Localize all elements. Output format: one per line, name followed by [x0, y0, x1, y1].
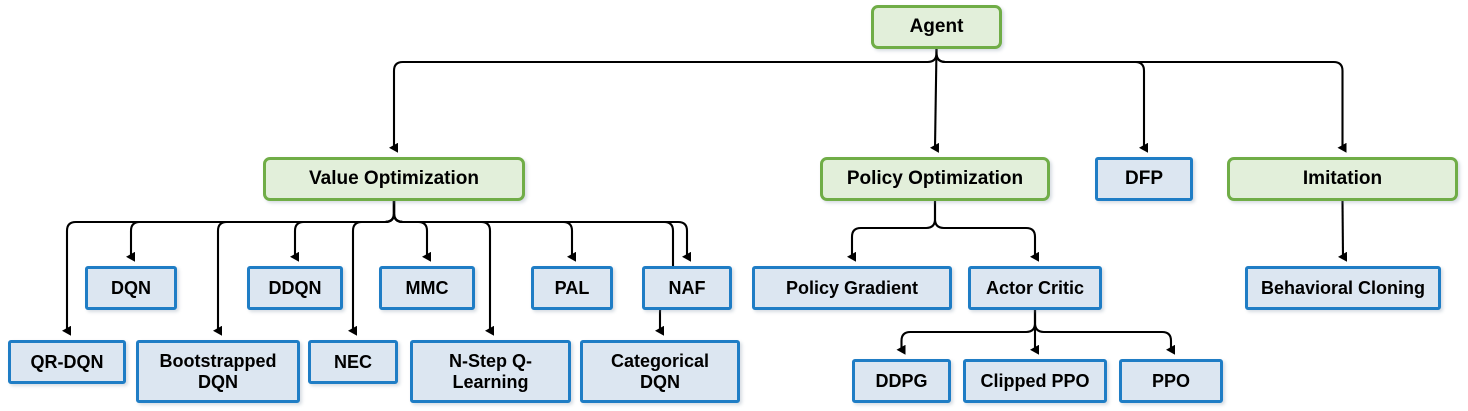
node-agent[interactable]: Agent [871, 5, 1002, 49]
node-label-bootstrapped-dqn: Bootstrapped DQN [159, 350, 277, 392]
node-nec[interactable]: NEC [308, 340, 398, 384]
node-label-dfp: DFP [1125, 168, 1163, 190]
node-naf[interactable]: NAF [642, 266, 732, 310]
node-label-ddqn: DDQN [268, 277, 322, 298]
node-label-imitation: Imitation [1302, 168, 1383, 190]
edge-value-optimization-to-dqn [126, 201, 396, 262]
edge-policy-optimization-to-actor-critic [933, 201, 1039, 262]
edge-imitation-to-behavioral-cloning [1337, 200, 1348, 262]
node-label-pal: PAL [554, 277, 590, 298]
node-label-ddpg: DDPG [875, 370, 928, 391]
node-label-n-step-q-learning: N-Step Q-Learning [449, 350, 532, 392]
node-label-actor-critic: Actor Critic [985, 277, 1084, 298]
node-label-mmc: MMC [405, 277, 449, 298]
node-clipped-ppo[interactable]: Clipped PPO [963, 359, 1107, 403]
node-ddpg[interactable]: DDPG [852, 359, 951, 403]
node-behavioral-cloning[interactable]: Behavioral Cloning [1245, 266, 1441, 310]
node-policy-gradient[interactable]: Policy Gradient [752, 266, 952, 310]
node-label-clipped-ppo: Clipped PPO [980, 370, 1090, 391]
node-label-agent: Agent [909, 16, 964, 38]
edge-agent-to-policy-optimization [930, 48, 940, 153]
node-dqn[interactable]: DQN [85, 266, 177, 310]
node-bootstrapped-dqn[interactable]: Bootstrapped DQN [136, 340, 300, 403]
node-imitation[interactable]: Imitation [1227, 157, 1458, 201]
edge-actor-critic-to-ddpg [896, 310, 1037, 355]
edge-agent-to-value-optimization [389, 49, 938, 153]
node-label-naf: NAF [668, 277, 706, 298]
node-mmc[interactable]: MMC [379, 266, 475, 310]
node-qr-dqn[interactable]: QR-DQN [8, 340, 126, 384]
edge-policy-optimization-to-policy-gradient [847, 201, 937, 262]
edge-actor-critic-to-ppo [1033, 310, 1175, 355]
node-label-policy-gradient: Policy Gradient [785, 277, 919, 298]
node-ddqn[interactable]: DDQN [247, 266, 343, 310]
node-label-nec: NEC [333, 351, 372, 372]
edge-value-optimization-to-mmc [392, 201, 431, 262]
node-label-ppo: PPO [1151, 370, 1190, 391]
node-label-behavioral-cloning: Behavioral Cloning [1260, 277, 1426, 298]
node-dfp[interactable]: DFP [1095, 157, 1193, 201]
node-policy-optimization[interactable]: Policy Optimization [820, 157, 1050, 201]
node-ppo[interactable]: PPO [1119, 359, 1223, 403]
node-label-qr-dqn: QR-DQN [30, 351, 104, 372]
node-categorical-dqn[interactable]: Categorical DQN [580, 340, 740, 403]
node-label-value-optimization: Value Optimization [309, 168, 479, 190]
node-label-policy-optimization: Policy Optimization [846, 168, 1024, 190]
node-pal[interactable]: PAL [531, 266, 613, 310]
edge-value-optimization-to-naf [392, 201, 691, 262]
node-value-optimization[interactable]: Value Optimization [263, 157, 525, 201]
edge-agent-to-imitation [935, 49, 1347, 153]
node-actor-critic[interactable]: Actor Critic [968, 266, 1102, 310]
node-n-step-q-learning[interactable]: N-Step Q-Learning [410, 340, 571, 403]
node-label-dqn: DQN [111, 277, 151, 298]
edge-value-optimization-to-pal [392, 201, 576, 262]
node-label-categorical-dqn: Categorical DQN [610, 350, 710, 392]
edge-agent-to-dfp [935, 49, 1148, 153]
edge-value-optimization-to-ddqn [290, 201, 396, 262]
